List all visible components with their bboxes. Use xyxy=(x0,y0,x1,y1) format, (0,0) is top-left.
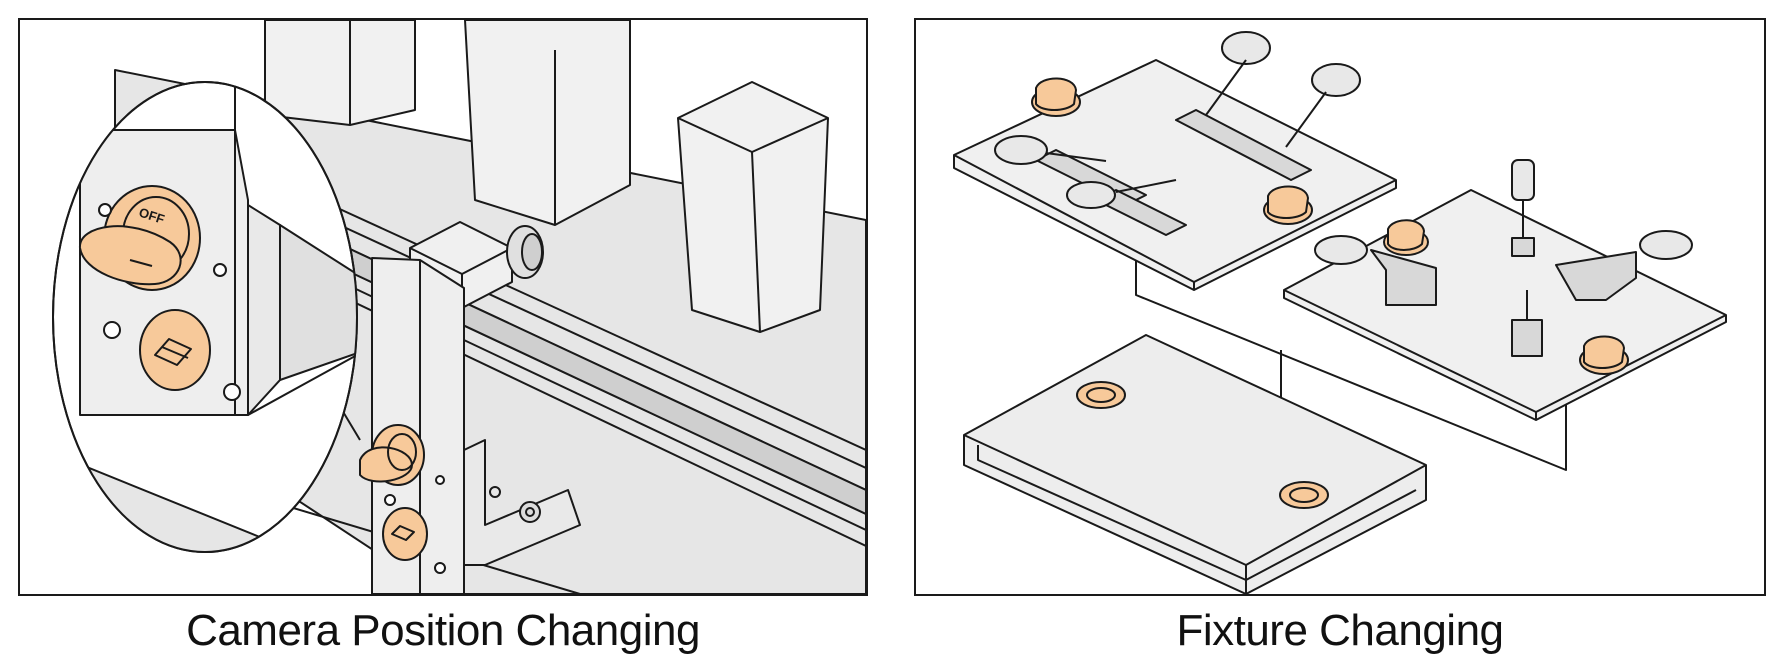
quick-release-knob-large[interactable] xyxy=(78,185,201,291)
camera-rail-drawing: OFF xyxy=(52,20,866,594)
camera-position-illustration: OFF xyxy=(18,18,868,596)
quick-release-knob-small[interactable] xyxy=(359,424,425,486)
toggle-clamp-a4 xyxy=(1285,63,1361,148)
fixture-plate-b xyxy=(1283,189,1727,421)
base-receiver-plate xyxy=(963,334,1427,594)
toggle-clamp-b4 xyxy=(1511,290,1543,357)
container-1 xyxy=(264,20,416,126)
container-3 xyxy=(677,81,829,333)
caption-fixture-changing: Fixture Changing xyxy=(1176,606,1504,655)
fixture-plates-drawing xyxy=(953,31,1727,594)
toggle-clamp-a2 xyxy=(1066,179,1187,236)
toggle-clamp-b3 xyxy=(1555,230,1693,301)
caption-camera-position: Camera Position Changing xyxy=(186,606,700,655)
locking-screw-base-2[interactable] xyxy=(1279,481,1329,509)
toggle-clamp-b2 xyxy=(1511,159,1535,257)
quick-release-knob-a2[interactable] xyxy=(1263,185,1313,225)
locking-screw-large[interactable] xyxy=(139,309,211,391)
locking-screw-base-1[interactable] xyxy=(1076,381,1126,409)
fixture-plate-a xyxy=(953,59,1397,291)
mount-bracket xyxy=(463,439,581,566)
locking-screw-small[interactable] xyxy=(382,507,428,561)
fixture-changing-illustration xyxy=(914,18,1766,596)
quick-release-knob-a1[interactable] xyxy=(1031,77,1081,117)
toggle-clamp-a3 xyxy=(1175,31,1312,181)
container-2 xyxy=(464,20,631,226)
toggle-clamp-b1 xyxy=(1314,235,1437,306)
quick-release-knob-b2[interactable] xyxy=(1579,335,1629,375)
quick-release-knob-b1[interactable] xyxy=(1383,219,1429,256)
